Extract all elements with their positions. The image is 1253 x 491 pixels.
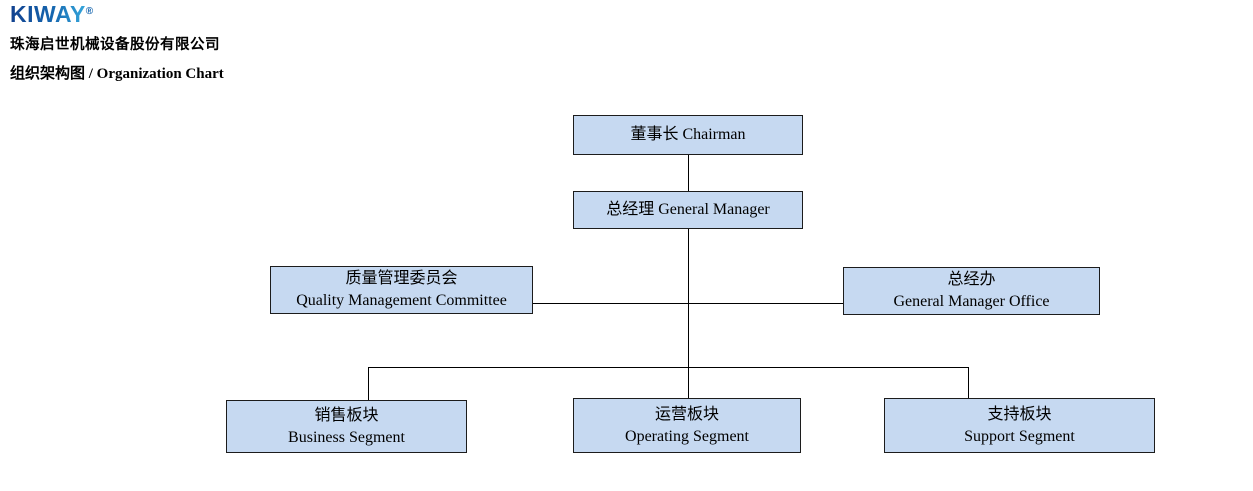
org-node-quality-management-committee: 质量管理委员会 Quality Management Committee [270, 266, 533, 314]
kiway-logo-text: KIWAY [10, 1, 86, 27]
org-node-support-segment: 支持板块 Support Segment [884, 398, 1155, 453]
registered-trademark-icon: ® [85, 6, 94, 17]
node-label-cn: 质量管理委员会 [345, 270, 458, 287]
node-label-en: Business Segment [288, 428, 405, 446]
connector-drop-business [368, 367, 369, 400]
connector-committee-rail [533, 303, 843, 304]
connector-chairman-to-gm [688, 155, 689, 191]
node-label: 总经理 General Manager [606, 201, 770, 218]
node-label-en: General Manager Office [893, 293, 1050, 310]
node-label-en: Support Segment [964, 427, 1075, 445]
node-label-cn: 运营板块 [654, 405, 719, 423]
kiway-logo: KIWAY® [10, 2, 94, 26]
node-label-cn: 支持板块 [987, 405, 1052, 423]
org-node-business-segment: 销售板块 Business Segment [226, 400, 467, 453]
node-label: 董事长 Chairman [630, 126, 746, 143]
company-name: 珠海启世机械设备股份有限公司 [10, 37, 220, 53]
connector-segment-rail [368, 367, 968, 368]
node-label-en: Quality Management Committee [296, 292, 507, 309]
node-label-en: Operating Segment [625, 427, 749, 445]
page-title: 组织架构图 / Organization Chart [10, 66, 224, 82]
org-node-general-manager-office: 总经办 General Manager Office [843, 267, 1100, 315]
node-label-cn: 总经办 [947, 271, 996, 288]
connector-drop-support [968, 367, 969, 398]
org-node-general-manager: 总经理 General Manager [573, 191, 803, 229]
org-node-chairman: 董事长 Chairman [573, 115, 803, 155]
node-label-cn: 销售板块 [314, 406, 379, 424]
org-node-operating-segment: 运营板块 Operating Segment [573, 398, 801, 453]
connector-gm-trunk [688, 229, 689, 398]
